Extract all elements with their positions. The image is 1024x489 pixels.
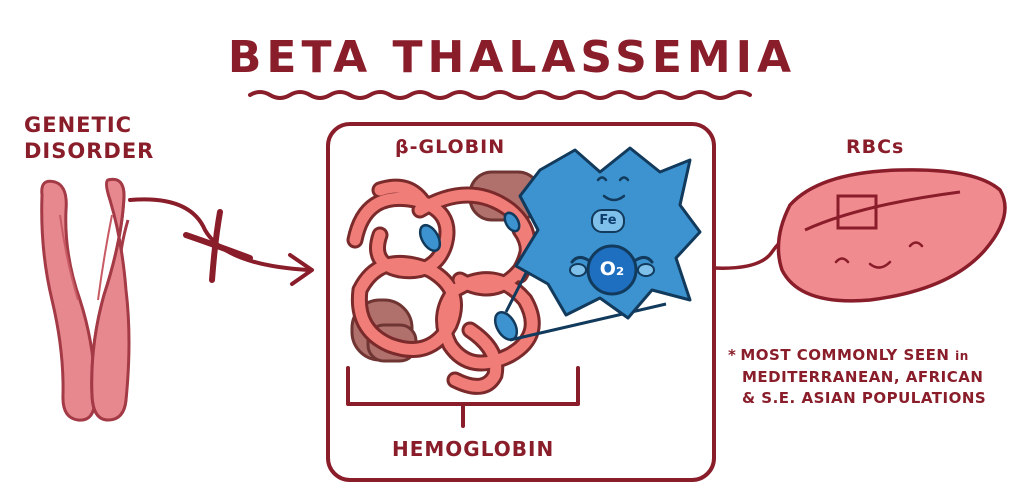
page-title: BETA THALASSEMIA [227,32,797,83]
hemoglobin-label: HEMOGLOBIN [392,437,555,461]
genetic-label-line2: DISORDER [24,139,155,163]
asterisk: * [728,346,737,364]
arrow-head [288,253,314,286]
note-line1-main: MOST COMMONLY SEEN [740,346,950,364]
blocked-x-icon [183,209,253,283]
note-line3: & S.E. ASIAN POPULATIONS [742,389,987,407]
blocked-arrow [128,197,310,272]
beta-globin-label: β-GLOBIN [395,136,506,158]
population-note: *MOST COMMONLY SEEN in MEDITERRANEAN, AF… [728,345,986,409]
chromosome-icon [40,177,131,422]
zoom-square [836,194,878,230]
heme-disc-icons [418,211,521,341]
rbc-character [776,168,1007,303]
heme-group-character [514,146,702,320]
oxygen-label: O₂ [599,258,625,280]
hemoglobin-bracket [346,366,580,428]
genetic-disorder-label: GENETIC DISORDER [24,112,154,164]
rbcs-label: RBCs [846,136,905,158]
iron-label: Fe [599,213,617,228]
title-underline [248,90,752,100]
note-line1-small: in [955,349,969,363]
note-line2: MEDITERRANEAN, AFRICAN [742,368,984,386]
genetic-label-line1: GENETIC [24,113,133,137]
note-line1: *MOST COMMONLY SEEN in [728,345,986,367]
hemoglobin-box [326,122,716,482]
